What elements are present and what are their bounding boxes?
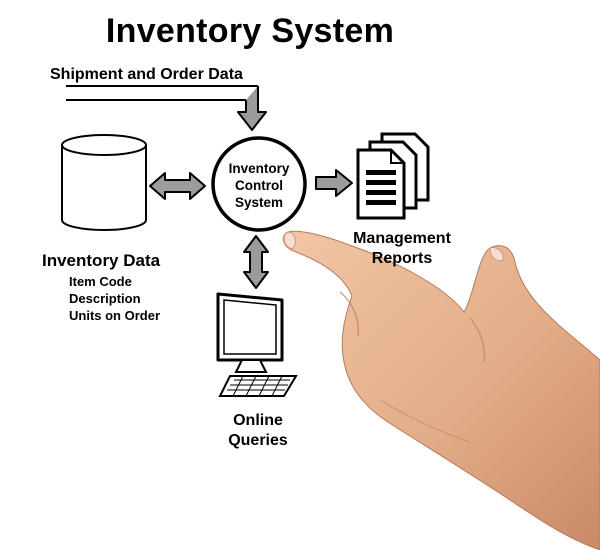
- pointing-hand: [282, 230, 600, 550]
- cylinder-icon: [61, 134, 147, 231]
- database-field: Units on Order: [69, 308, 161, 323]
- center-label-line-2: Control: [235, 178, 283, 193]
- database-field: Description: [69, 291, 141, 306]
- queries-label-line-1: Online: [233, 412, 283, 429]
- queries-label-line-2: Queries: [228, 432, 288, 449]
- computer-monitor-icon: [216, 292, 298, 397]
- database-label: Inventory Data: [42, 251, 161, 270]
- center-label-line-3: System: [234, 195, 284, 210]
- document-stack-icon: [356, 132, 430, 220]
- input-label: Shipment and Order Data: [50, 66, 243, 83]
- right-arrow-icon: [315, 169, 353, 197]
- input-flow-lines: [66, 85, 267, 131]
- page-title: Inventory System: [105, 12, 395, 50]
- center-label-line-1: Inventory: [228, 161, 290, 176]
- reports-label-line-1: Management: [353, 230, 451, 247]
- vertical-bidirectional-arrow-icon: [243, 235, 269, 289]
- down-arrow-icon: [237, 86, 267, 131]
- database-field: Item Code: [69, 274, 132, 289]
- control-system-circle: [211, 136, 307, 232]
- reports-label-line-2: Reports: [371, 250, 433, 267]
- bidirectional-arrow-icon: [149, 172, 206, 200]
